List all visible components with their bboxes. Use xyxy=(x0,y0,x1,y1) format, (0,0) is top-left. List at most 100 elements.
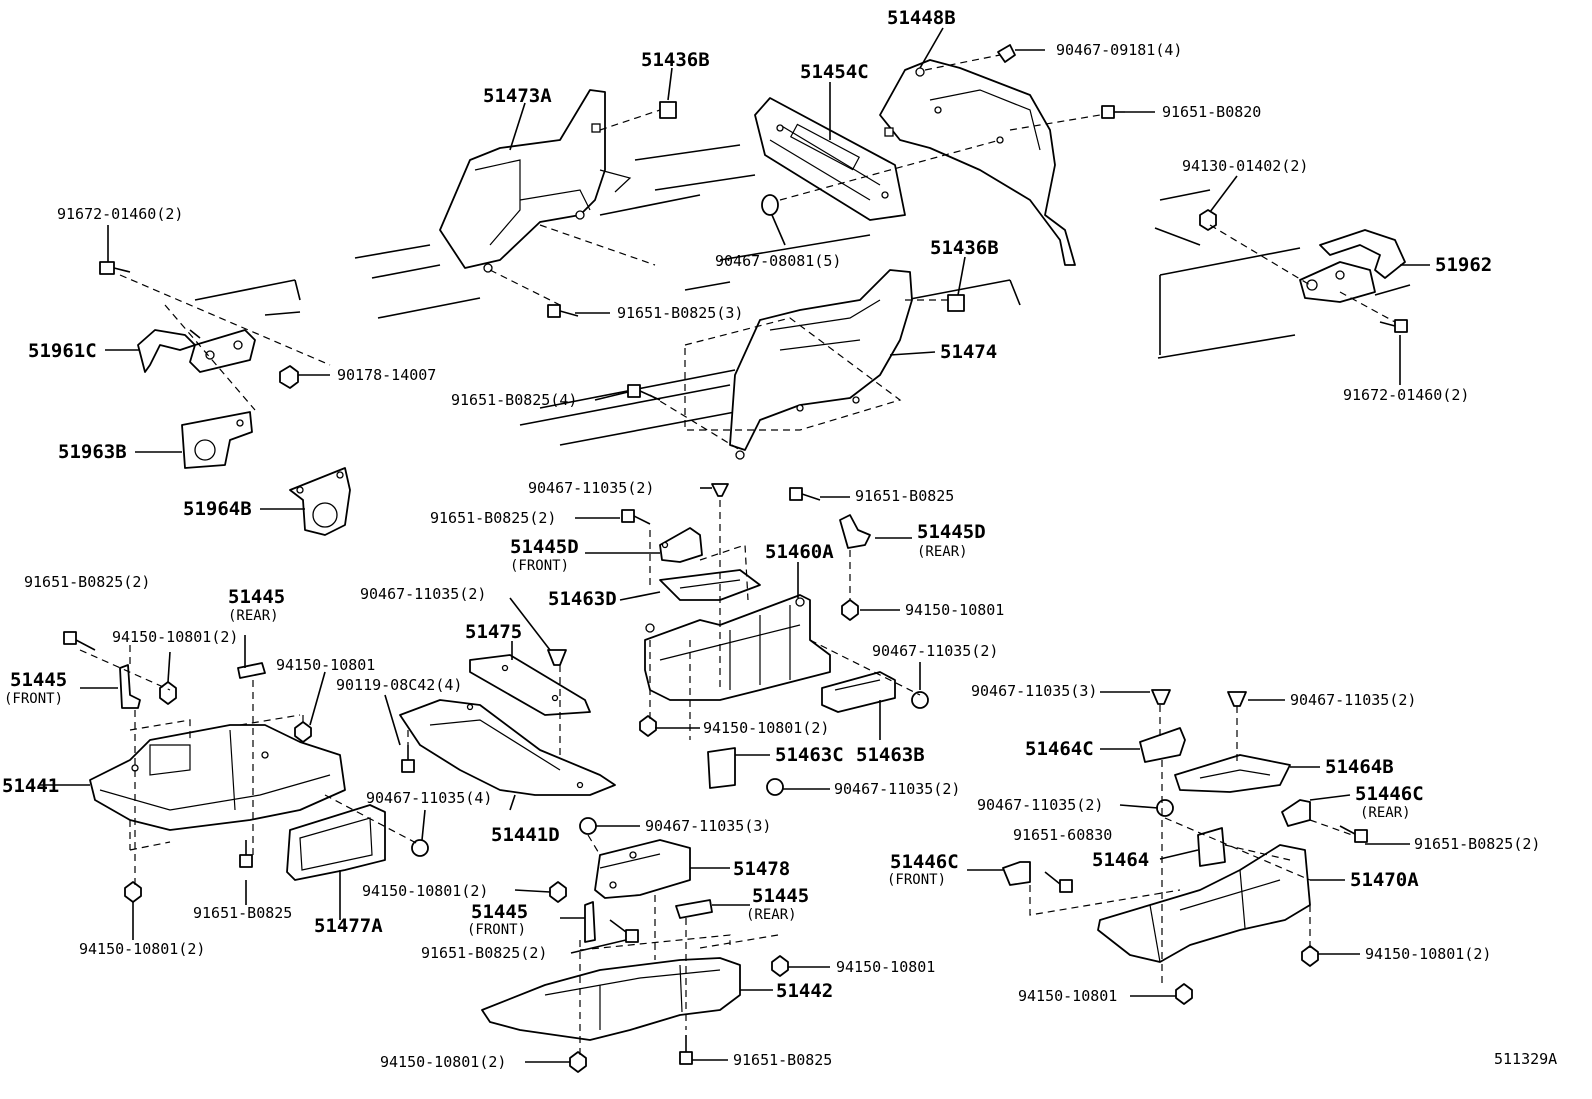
label-91651-B0825-c: 91651-B0825 xyxy=(193,904,292,922)
label-90467-08081: 90467-08081(5) xyxy=(715,252,841,270)
part-51454C-shape xyxy=(754,97,906,221)
part-51436B-mid-clip xyxy=(947,294,965,312)
label-51445-rear-note: (REAR) xyxy=(228,608,279,624)
label-51464: 51464 xyxy=(1092,849,1149,871)
labels: 51448B 90467-09181(4) 51436B 51454C 5147… xyxy=(2,7,1557,1071)
label-51445-rear: 51445 xyxy=(228,586,285,608)
clip-icon xyxy=(766,778,784,796)
clip-icon xyxy=(579,817,597,835)
label-90467-11035-d: 90467-11035(2) xyxy=(1290,691,1416,709)
part-51441-shape xyxy=(89,724,346,831)
nut-icon xyxy=(279,365,299,389)
label-51436B-mid: 51436B xyxy=(930,237,999,259)
part-51445D-rear-shape xyxy=(839,514,871,549)
part-51448B-shape xyxy=(879,59,1076,266)
label-51962: 51962 xyxy=(1435,254,1492,276)
label-94150-10801-2f: 94150-10801(2) xyxy=(380,1053,506,1071)
clip-icon xyxy=(997,44,1016,63)
clip-icon xyxy=(411,839,429,857)
label-94150-10801-c: 94150-10801 xyxy=(836,958,935,976)
label-91651-B0825-2b: 91651-B0825(2) xyxy=(421,944,547,962)
label-51961C: 51961C xyxy=(28,340,97,362)
part-51463D-shape xyxy=(659,569,761,601)
label-51475: 51475 xyxy=(465,621,522,643)
label-51463C: 51463C xyxy=(775,744,844,766)
clip-icon xyxy=(711,483,729,497)
nut-icon xyxy=(1199,209,1217,231)
label-90467-09181: 90467-09181(4) xyxy=(1056,41,1182,59)
bolt-icon xyxy=(789,487,821,501)
label-90467-11035-f: 90467-11035(2) xyxy=(977,796,1103,814)
label-94150-10801-a: 94150-10801 xyxy=(905,601,1004,619)
part-51478-shape xyxy=(594,839,691,899)
label-51454C: 51454C xyxy=(800,61,869,83)
part-51964B-shape xyxy=(289,467,351,536)
label-51446C-front-note: (FRONT) xyxy=(887,872,946,888)
assembly-lines xyxy=(79,54,1396,1055)
label-90467-11035-e: 90467-11035(2) xyxy=(834,780,960,798)
label-91651-60830: 91651-60830 xyxy=(1013,826,1112,844)
label-51446C-rear: 51446C xyxy=(1355,783,1424,805)
frame-rails xyxy=(189,144,1411,446)
label-90467-11035-3a: 90467-11035(3) xyxy=(971,682,1097,700)
label-51445D-rear: 51445D xyxy=(917,521,986,543)
bolt-icon xyxy=(1339,825,1368,843)
leader-lines xyxy=(40,27,1430,1063)
label-94150-10801-2b: 94150-10801(2) xyxy=(703,719,829,737)
bolt-icon xyxy=(547,304,579,318)
label-51445D-front: 51445D xyxy=(510,536,579,558)
label-91651-B0825-2right: 91651-B0825(2) xyxy=(1414,835,1540,853)
label-90467-11035-4: 90467-11035(4) xyxy=(366,789,492,807)
label-51463D: 51463D xyxy=(548,588,617,610)
label-51964B: 51964B xyxy=(183,498,252,520)
label-90467-11035-c: 90467-11035(2) xyxy=(872,642,998,660)
label-91672-01460-right: 91672-01460(2) xyxy=(1343,386,1469,404)
label-51441: 51441 xyxy=(2,775,59,797)
part-51463C-shape xyxy=(707,747,736,789)
label-90178-14007: 90178-14007 xyxy=(337,366,436,384)
part-51445-rear-left-shape xyxy=(237,662,266,679)
clip-icon xyxy=(547,649,567,666)
part-51474-shape xyxy=(729,269,913,460)
label-90119-08C42: 90119-08C42(4) xyxy=(336,676,462,694)
bolt-icon xyxy=(1044,871,1073,893)
bolt-icon xyxy=(1379,319,1408,333)
bolt-icon xyxy=(627,384,661,401)
label-51445-f2-note: (FRONT) xyxy=(467,922,526,938)
label-94150-10801-b: 94150-10801 xyxy=(276,656,375,674)
clip-icon xyxy=(911,691,929,709)
label-51445-r2: 51445 xyxy=(752,885,809,907)
label-51464B: 51464B xyxy=(1325,756,1394,778)
label-90467-11035-b: 90467-11035(2) xyxy=(360,585,486,603)
label-51477A: 51477A xyxy=(314,915,383,937)
label-51446C-front: 51446C xyxy=(890,851,959,873)
part-51441D-shape xyxy=(399,699,616,796)
bolt-icon xyxy=(99,261,131,275)
label-94150-10801-2d: 94150-10801(2) xyxy=(362,882,488,900)
part-51470A-shape xyxy=(1097,844,1311,963)
nut-icon xyxy=(159,681,177,705)
part-51962-shape xyxy=(1299,229,1406,303)
clip-icon xyxy=(761,194,779,216)
label-91651-B0825-2a: 91651-B0825(2) xyxy=(430,509,556,527)
clip-icon xyxy=(1227,691,1247,707)
nut-icon xyxy=(549,881,567,903)
label-91651-B0825-3: 91651-B0825(3) xyxy=(617,304,743,322)
label-51448B: 51448B xyxy=(887,7,956,29)
label-51464C: 51464C xyxy=(1025,738,1094,760)
part-51477A-shape xyxy=(286,804,386,881)
part-51446C-rear-shape xyxy=(1281,799,1311,827)
label-91651-B0820: 91651-B0820 xyxy=(1162,103,1261,121)
bolt-icon xyxy=(621,509,651,525)
bolt-icon xyxy=(401,745,415,773)
label-90467-11035-a: 90467-11035(2) xyxy=(528,479,654,497)
part-51463B-shape xyxy=(821,671,896,713)
part-51473A-shape xyxy=(439,89,632,273)
label-51963B: 51963B xyxy=(58,441,127,463)
label-51463B: 51463B xyxy=(856,744,925,766)
label-94130-01402: 94130-01402(2) xyxy=(1182,157,1308,175)
nut-icon xyxy=(1301,945,1319,967)
nut-icon xyxy=(1175,983,1193,1005)
label-51441D: 51441D xyxy=(491,824,560,846)
